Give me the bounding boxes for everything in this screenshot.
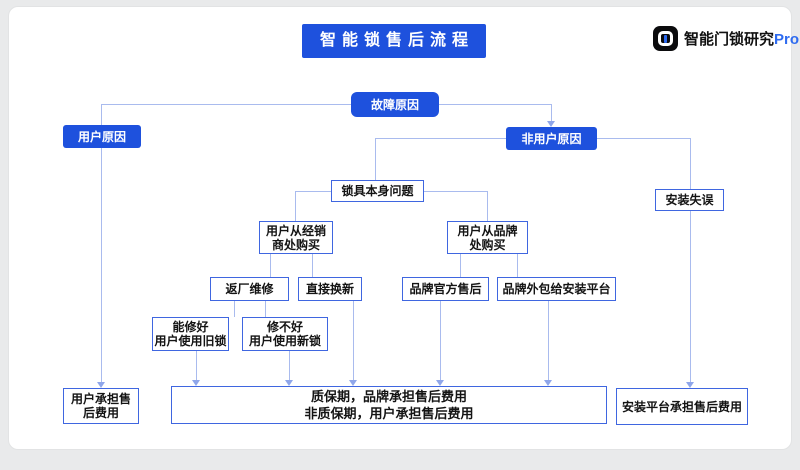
arrow-down-icon [192,380,200,386]
connector-line [270,254,271,277]
arrow-down-icon [436,380,444,386]
connector-line [312,254,313,277]
connector-line [353,301,354,380]
connector-line [424,191,487,192]
arrow-down-icon [686,382,694,388]
white-card-background [8,6,792,450]
connector-line [551,104,552,121]
connector-line [295,191,331,192]
connector-line [517,254,518,277]
arrow-down-icon [544,380,552,386]
brand-text: 智能门锁研究Pro [684,28,799,49]
connector-line [460,254,461,277]
connector-line [234,301,235,317]
connector-line [690,138,691,382]
node-non-user-cause: 非用户原因 [506,127,597,150]
node-user-cause: 用户原因 [63,125,141,148]
connector-line [597,138,690,139]
connector-line [265,301,266,317]
connector-line [548,301,549,380]
lock-ring-shape [658,31,673,46]
connector-line [289,351,290,380]
brand-name: 智能门锁研究 [684,31,775,48]
node-fault-cause: 故障原因 [351,92,439,117]
node-brand-official-service: 品牌官方售后 [402,277,489,301]
node-factory-repair: 返厂维修 [210,277,289,301]
lock-keyhole-shape [664,35,667,43]
brand-suffix: Pro [774,31,800,48]
arrow-down-icon [547,121,555,127]
node-repairable-old-lock: 能修好 用户使用旧锁 [152,317,229,351]
brand-logo: 智能门锁研究Pro [653,26,799,51]
node-outcome-platform-pays: 安装平台承担售后费用 [616,388,748,425]
node-outcome-warranty: 质保期，品牌承担售后费用 非质保期，用户承担售后费用 [171,386,607,424]
connector-line [375,138,376,180]
smart-lock-icon [653,26,678,51]
connector-line [295,191,296,221]
arrow-down-icon [285,380,293,386]
connector-line [487,191,488,221]
arrow-down-icon [97,382,105,388]
page-title: 智能锁售后流程 [302,24,486,58]
node-lock-problem: 锁具本身问题 [331,180,424,202]
node-brand-outsourced-platform: 品牌外包给安装平台 [497,277,616,301]
node-buy-from-brand: 用户从品牌 处购买 [447,221,528,254]
connector-line [440,301,441,380]
node-unrepairable-new-lock: 修不好 用户使用新锁 [242,317,328,351]
connector-line [196,351,197,380]
node-buy-from-dealer: 用户从经销 商处购买 [259,221,333,254]
node-direct-replace: 直接换新 [298,277,362,301]
arrow-down-icon [349,380,357,386]
connector-line [375,138,506,139]
connector-line [101,104,102,382]
node-install-error: 安装失误 [655,189,724,211]
node-outcome-user-pays: 用户承担售 后费用 [63,388,139,424]
connector-line [101,104,551,105]
